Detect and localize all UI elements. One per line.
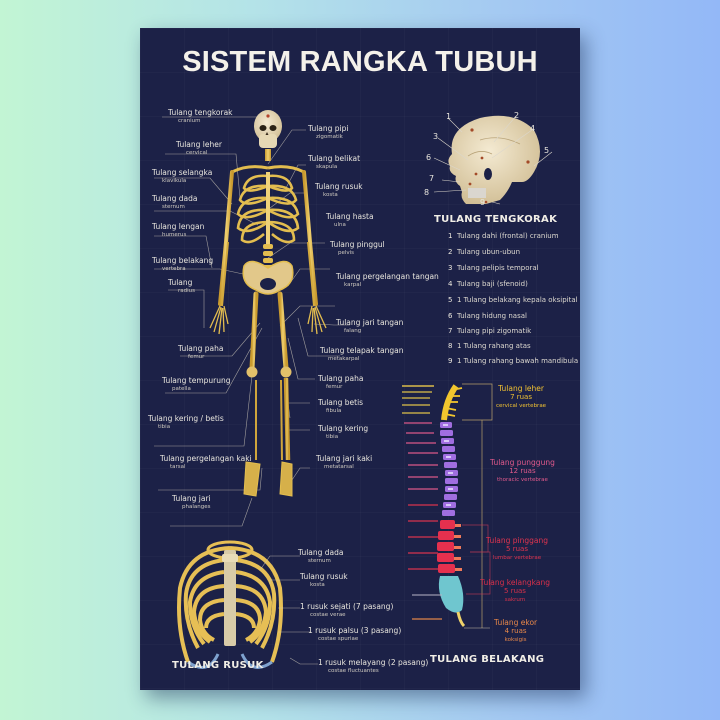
skeleton-label-right-5: Tulang pinggul pelvis [330,240,385,256]
skeleton-label-left-12: Tulang jari phalanges [172,494,211,510]
skeleton-label-right-7: Tulang jari tangan falang [336,318,404,334]
ribcage-label-4: 1 rusuk palsu (3 pasang) costae spuriae [308,626,402,642]
skeleton-label-right-4: Tulang hasta ulna [326,212,374,228]
skull-marker-4: 4 [530,124,536,133]
skeleton-label-right-6: Tulang pergelangan tangan karpal [336,272,439,288]
spine-label-sacrum: Tulang kelangkang 5 ruas sakrum [480,578,550,603]
skeleton-label-right-8: Tulang telapak tangan metakarpal [320,346,404,362]
skull-section-title: TULANG TENGKORAK [434,214,558,225]
skeleton-label-left-6: Tulang belakang vertebra [152,256,214,272]
skeleton-label-right-12: Tulang jari kaki metatarsal [316,454,373,470]
skeleton-label-left-3: Tulang selangka klavikula [152,168,213,184]
skeleton-label-left-1: Tulang tengkorak cranium [168,108,233,124]
skull-marker-5: 5 [544,146,550,155]
spine-label-cervical: Tulang leher 7 ruas cervical vertebrae [496,384,547,409]
skeleton-label-left-10: Tulang kering / betis tibia [148,414,224,430]
skeleton-label-left-7: Tulang radius [168,278,196,294]
skeleton-label-left-4: Tulang dada sternum [152,194,198,210]
spine-label-lumbar: Tulang pinggang 5 ruas lumbar vertebrae [486,536,549,561]
skull-marker-7: 7 [429,174,435,183]
skull-marker-8: 8 [424,188,430,197]
skeleton-illustration [154,110,553,669]
skull-marker-6: 6 [426,153,432,162]
skeleton-label-left-11: Tulang pergelangan kaki tarsal [160,454,252,470]
skeleton-label-left-8: Tulang paha femur [178,344,224,360]
ribcage-label-3: 1 rusuk sejati (7 pasang) costae verae [300,602,394,618]
skeleton-label-right-2: Tulang belikat skapula [308,154,361,170]
skeleton-label-left-2: Tulang leher cervical [176,140,222,156]
skeleton-label-right-1: Tulang pipi zigomatik [308,124,349,140]
skull-marker-9: 9 [480,198,486,207]
ribcage-label-5: 1 rusuk melayang (2 pasang) costae fluct… [318,658,429,674]
skeleton-label-left-5: Tulang lengan humerus [152,222,205,238]
ribcage-label-1: Tulang dada sternum [298,548,344,564]
skeleton-label-left-9: Tulang tempurung patella [162,376,231,392]
skull-marker-1: 1 [446,112,452,121]
skull-marker-2: 2 [514,111,520,120]
spine-section-title: TULANG BELAKANG [430,654,545,665]
skeleton-label-right-9: Tulang paha femur [318,374,364,390]
skeleton-label-right-11: Tulang kering tibia [318,424,369,440]
skull-marker-3: 3 [433,132,439,141]
skeleton-label-right-10: Tulang betis fibula [318,398,364,414]
skeleton-label-right-3: Tulang rusuk kosta [315,182,363,198]
ribcage-section-title: TULANG RUSUK [172,660,264,671]
poster-title: SISTEM RANGKA TUBUH [182,46,538,78]
poster: SISTEM RANGKA TUBUH [140,28,580,690]
spine-label-thoracic: Tulang punggung 12 ruas thoracic vertebr… [490,458,555,483]
ribcage-label-2: Tulang rusuk kosta [300,572,348,588]
spine-label-coccyx: Tulang ekor 4 ruas koksigis [494,618,538,643]
